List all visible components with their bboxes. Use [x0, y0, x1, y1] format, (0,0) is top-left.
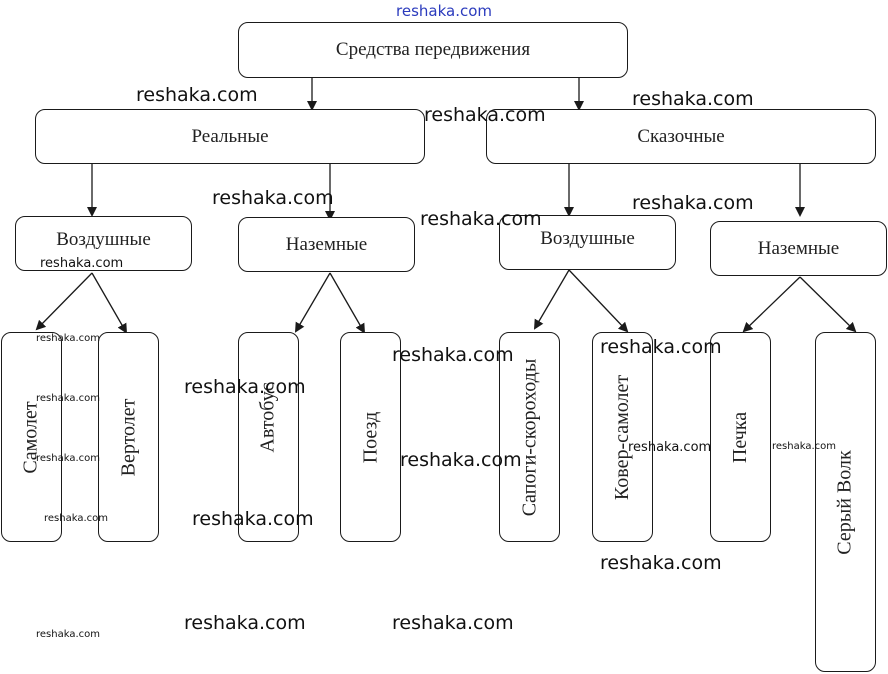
- watermark: reshaka.com: [36, 393, 100, 404]
- node-fairy-ground-label: Наземные: [757, 237, 840, 259]
- watermark: reshaka.com: [36, 453, 100, 464]
- node-fairy-ground: Наземные: [710, 221, 887, 276]
- arrow-ground-bus: [294, 272, 331, 333]
- arrow-fairyground-stove: [742, 276, 801, 333]
- arrow-ground-train: [329, 272, 365, 334]
- watermark: reshaka.com: [600, 552, 722, 574]
- node-real-ground: Наземные: [238, 217, 415, 272]
- watermark: reshaka.com: [420, 208, 542, 230]
- node-fairy-label: Сказочные: [637, 125, 725, 147]
- root-label: Средства передвижения: [335, 39, 531, 60]
- arrow-air-helicopter: [91, 272, 127, 334]
- watermark: reshaka.com: [184, 612, 306, 634]
- leaf-boots: Сапоги-скороходы: [499, 332, 560, 542]
- leaf-carpet-label: Ковер-самолет: [611, 374, 634, 500]
- arrow-air-plane: [35, 272, 93, 331]
- leaf-plane: Самолет: [1, 332, 62, 542]
- node-real-air: Воздушные: [15, 216, 192, 271]
- arrow-fairyair-boots: [533, 269, 570, 330]
- watermark: reshaka.com: [392, 344, 514, 366]
- leaf-train: Поезд: [340, 332, 401, 542]
- leaf-wolf-label: Серый Волк: [834, 449, 856, 555]
- watermark: reshaka.com: [632, 192, 754, 214]
- watermark: reshaka.com: [396, 2, 492, 20]
- watermark: reshaka.com: [632, 88, 754, 110]
- watermark: reshaka.com: [36, 629, 100, 640]
- leaf-carpet: Ковер-самолет: [592, 332, 653, 542]
- watermark: reshaka.com: [36, 333, 100, 344]
- watermark: reshaka.com: [136, 84, 258, 106]
- leaf-helicopter: Вертолет: [98, 332, 159, 542]
- watermark: reshaka.com: [192, 508, 314, 530]
- watermark: reshaka.com: [628, 440, 712, 455]
- root-node: Средства передвижения: [238, 22, 628, 78]
- arrow-fairyair-carpet: [568, 269, 629, 333]
- watermark: reshaka.com: [392, 612, 514, 634]
- node-real-air-label: Воздушные: [56, 228, 151, 250]
- leaf-stove-label: Печка: [728, 411, 751, 463]
- leaf-train-label: Поезд: [359, 411, 381, 463]
- node-real: Реальные: [35, 109, 425, 164]
- leaf-bus: Автобус: [238, 332, 299, 542]
- leaf-stove: Печка: [710, 332, 771, 542]
- arrow-fairyground-wolf: [799, 276, 857, 333]
- watermark: reshaka.com: [772, 441, 836, 452]
- leaf-helicopter-label: Вертолет: [117, 398, 140, 476]
- node-real-label: Реальные: [191, 125, 269, 147]
- watermark: reshaka.com: [40, 256, 124, 271]
- watermark: reshaka.com: [400, 449, 522, 471]
- node-fairy-air: Воздушные: [499, 215, 676, 270]
- leaf-boots-label: Сапоги-скороходы: [518, 358, 541, 516]
- watermark: reshaka.com: [184, 376, 306, 398]
- node-real-ground-label: Наземные: [285, 233, 368, 255]
- watermark: reshaka.com: [424, 104, 546, 126]
- node-fairy-air-label: Воздушные: [540, 227, 635, 249]
- watermark: reshaka.com: [212, 187, 334, 209]
- watermark: reshaka.com: [44, 513, 108, 524]
- node-fairy: Сказочные: [486, 109, 876, 164]
- leaf-wolf: Серый Волк: [815, 332, 876, 672]
- watermark: reshaka.com: [600, 336, 722, 358]
